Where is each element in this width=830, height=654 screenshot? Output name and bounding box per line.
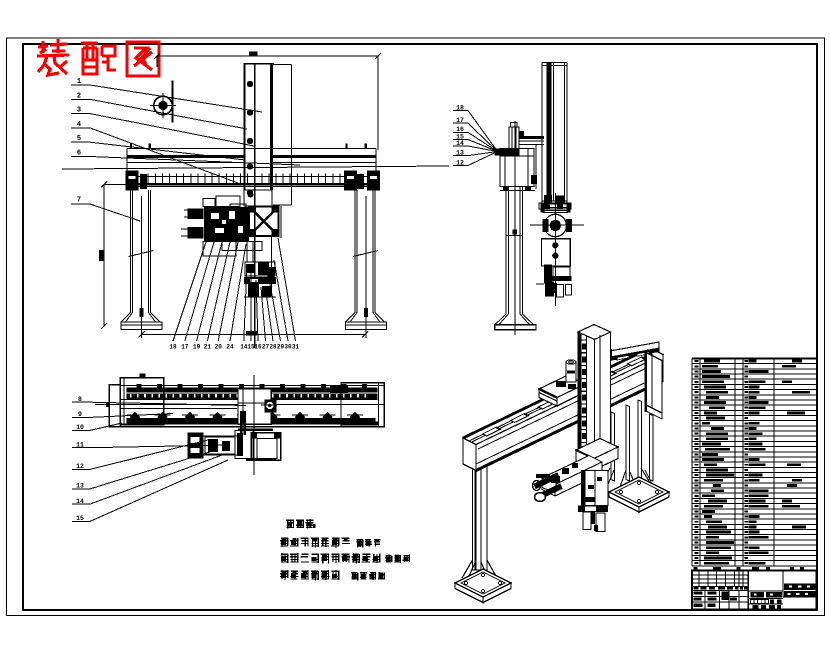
svg-text:14: 14 [456, 140, 464, 147]
svg-text:3: 3 [77, 107, 81, 115]
svg-text:13: 13 [456, 150, 464, 157]
svg-text:31: 31 [292, 344, 300, 351]
svg-text:14: 14 [240, 344, 248, 351]
svg-text:5: 5 [77, 135, 81, 143]
svg-text:15: 15 [456, 133, 464, 140]
svg-text:21: 21 [204, 344, 212, 351]
svg-text:18: 18 [169, 344, 177, 351]
svg-text:24: 24 [226, 344, 234, 351]
svg-text:13: 13 [76, 483, 84, 490]
svg-text:14: 14 [76, 498, 84, 505]
svg-text:12: 12 [76, 463, 84, 470]
svg-text:9: 9 [78, 411, 82, 418]
svg-text:18: 18 [456, 104, 464, 111]
svg-text:17: 17 [456, 117, 464, 124]
svg-text:15: 15 [76, 515, 84, 522]
svg-text:30: 30 [284, 344, 292, 351]
svg-text:6: 6 [77, 150, 81, 158]
svg-text:11: 11 [76, 442, 84, 449]
svg-text:19: 19 [193, 344, 201, 351]
svg-text:12: 12 [456, 159, 464, 166]
svg-text:16: 16 [456, 126, 464, 133]
svg-text:20: 20 [215, 344, 223, 351]
svg-text:1: 1 [77, 78, 81, 86]
svg-text:29: 29 [277, 344, 285, 351]
svg-text:8: 8 [78, 396, 82, 403]
svg-text:28: 28 [269, 344, 277, 351]
svg-text:10: 10 [76, 424, 84, 431]
svg-text:16: 16 [254, 344, 262, 351]
svg-text:27: 27 [262, 344, 270, 351]
svg-text:7: 7 [77, 197, 81, 205]
svg-text:17: 17 [181, 344, 189, 351]
svg-text:15: 15 [247, 344, 255, 351]
svg-text:4: 4 [77, 121, 81, 129]
svg-text:2: 2 [77, 92, 81, 100]
